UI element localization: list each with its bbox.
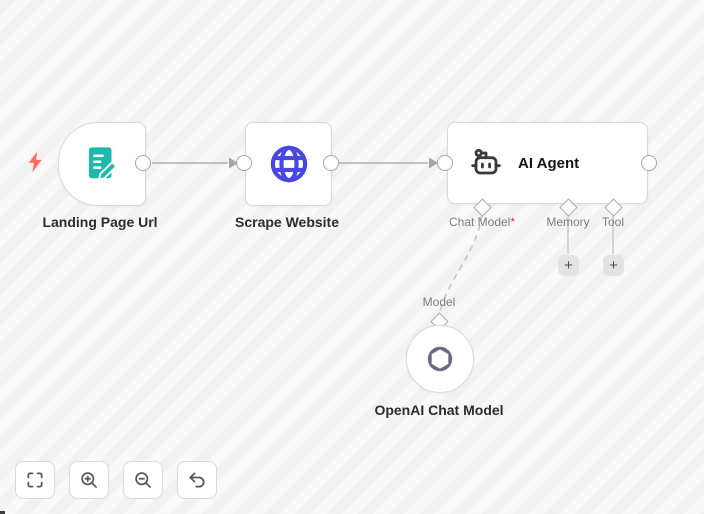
form-edit-icon	[88, 147, 118, 181]
input-port-agent[interactable]	[437, 155, 453, 171]
node-scrape-website[interactable]	[245, 122, 332, 206]
output-port-scrape[interactable]	[323, 155, 339, 171]
zoom-in-button[interactable]	[69, 461, 109, 499]
fit-view-button[interactable]	[15, 461, 55, 499]
input-port-scrape[interactable]	[236, 155, 252, 171]
trigger-bolt-icon	[25, 150, 45, 174]
add-memory-button[interactable]: +	[558, 255, 579, 276]
output-port-landing[interactable]	[135, 155, 151, 171]
node-label-landing: Landing Page Url	[42, 214, 158, 230]
node-openai-chat-model[interactable]	[406, 325, 474, 393]
undo-button[interactable]	[177, 461, 217, 499]
corner-artifact	[0, 511, 5, 514]
globe-icon	[270, 145, 307, 183]
tool-port-label: Tool	[601, 215, 625, 229]
node-landing-page-url[interactable]	[58, 122, 146, 206]
zoom-out-button[interactable]	[123, 461, 163, 499]
node-label-openai: OpenAI Chat Model	[374, 402, 504, 418]
undo-icon	[189, 472, 205, 488]
node-label-scrape: Scrape Website	[234, 214, 340, 230]
add-tool-button[interactable]: +	[603, 255, 624, 276]
zoom-out-icon	[135, 472, 151, 488]
chat-model-port-label: Chat Model*	[449, 215, 515, 229]
zoom-in-icon	[81, 472, 97, 488]
chat-model-port-text: Chat Model	[448, 215, 511, 229]
openai-icon	[427, 346, 453, 372]
memory-port-label: Memory	[546, 215, 590, 229]
canvas-toolbar	[15, 461, 217, 499]
model-port-label: Model	[422, 295, 456, 309]
robot-icon	[471, 148, 501, 175]
node-ai-agent[interactable]: AI Agent	[447, 122, 648, 204]
output-port-agent[interactable]	[641, 155, 657, 171]
required-asterisk: *	[510, 215, 516, 229]
fit-view-icon	[27, 472, 43, 488]
node-label-ai-agent: AI Agent	[518, 154, 580, 172]
